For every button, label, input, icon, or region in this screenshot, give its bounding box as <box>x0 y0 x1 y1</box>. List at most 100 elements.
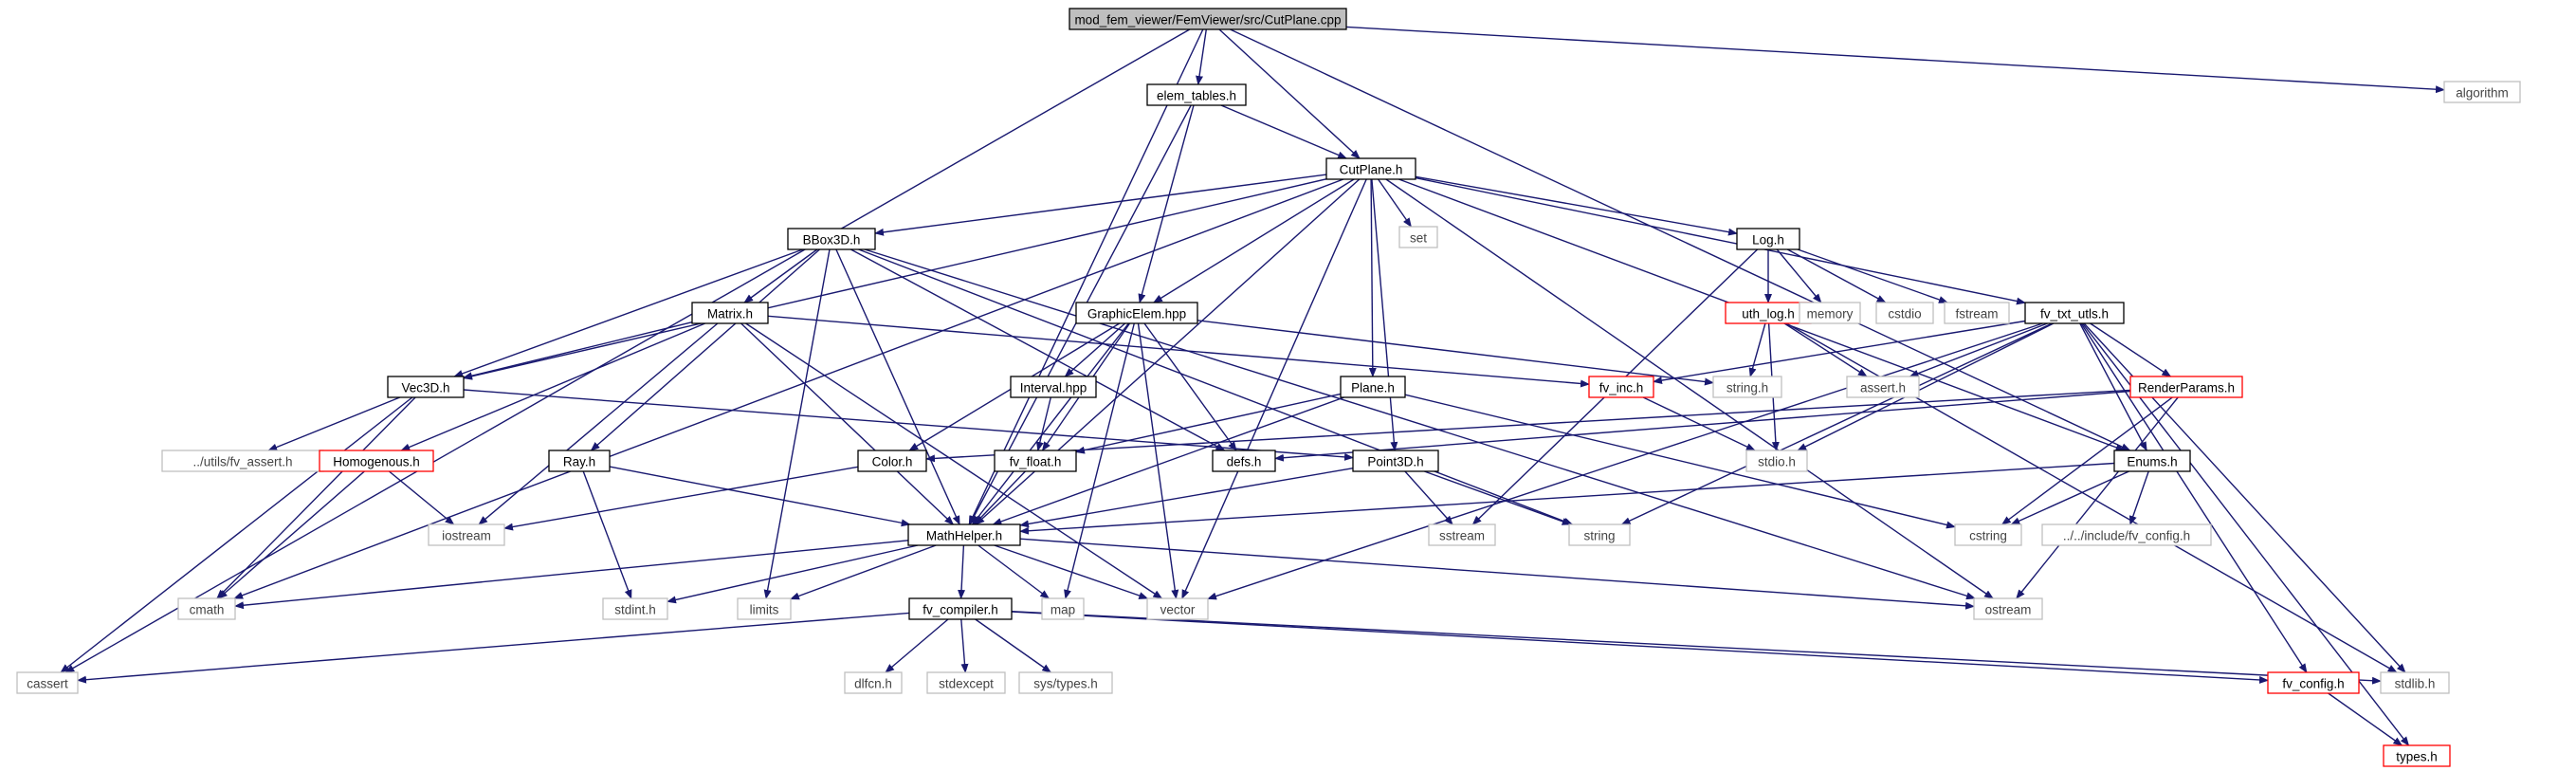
node-label: Homogenous.h <box>333 455 420 469</box>
node-interval[interactable]: Interval.hpp <box>1010 376 1097 398</box>
node-sstream[interactable]: sstream <box>1428 523 1496 546</box>
node-stdio-h[interactable]: stdio.h <box>1745 450 1808 472</box>
node-box <box>994 450 1077 472</box>
node-defs[interactable]: defs.h <box>1212 450 1276 472</box>
edge-mathhelper-to-fv_compiler <box>958 544 966 599</box>
node-vec3d[interactable]: Vec3D.h <box>387 376 465 398</box>
node-matrix[interactable]: Matrix.h <box>691 302 769 324</box>
node-cstring[interactable]: cstring <box>1954 523 2022 546</box>
node-box <box>787 228 876 250</box>
node-label: fv_inc.h <box>1599 381 1644 395</box>
edge-matrix-to-fv_inc <box>767 315 1590 388</box>
node-label: CutPlane.h <box>1340 163 1403 177</box>
node-cassert[interactable]: cassert <box>16 671 79 694</box>
edge-vec3d-to-point3d <box>463 389 1354 461</box>
node-box <box>1712 376 1782 398</box>
node-point3d[interactable]: Point3D.h <box>1352 450 1439 472</box>
node-label: vector <box>1160 603 1196 617</box>
node-set[interactable]: set <box>1398 226 1438 248</box>
edge-uth_log-to-stdlib <box>1785 322 2398 673</box>
node-memory[interactable]: memory <box>1799 302 1861 324</box>
node-string-h[interactable]: string.h <box>1712 376 1782 398</box>
node-box <box>1340 376 1406 398</box>
node-label: stdlib.h <box>2395 677 2436 691</box>
node-uth-log[interactable]: uth_log.h <box>1725 302 1812 324</box>
node-vector[interactable]: vector <box>1146 597 1209 620</box>
edge-fv_txt_utls-to-renderparams <box>2090 322 2172 377</box>
node-sys-types[interactable]: sys/types.h <box>1018 671 1113 694</box>
node-string[interactable]: string <box>1568 523 1631 546</box>
edge-enums-to-cstring <box>2010 470 2129 525</box>
node-algorithm[interactable]: algorithm <box>2443 81 2521 103</box>
node-box <box>428 523 505 546</box>
node-label: cassert <box>27 677 68 691</box>
node-fv-compiler[interactable]: fv_compiler.h <box>908 597 1013 620</box>
node-box <box>548 450 611 472</box>
edge-root-to-enums <box>1230 28 2131 451</box>
node-renderparams[interactable]: RenderParams.h <box>2129 376 2243 398</box>
node-fstream[interactable]: fstream <box>1944 302 2010 324</box>
node-box <box>691 302 769 324</box>
node-dlfcn[interactable]: dlfcn.h <box>844 671 903 694</box>
node-box <box>737 597 792 620</box>
node-stdint[interactable]: stdint.h <box>602 597 668 620</box>
node-ray[interactable]: Ray.h <box>548 450 611 472</box>
node-label: Ray.h <box>563 455 595 469</box>
node-fv-config-inc[interactable]: ../../include/fv_config.h <box>2041 523 2212 546</box>
node-fv-float[interactable]: fv_float.h <box>994 450 1077 472</box>
node-cutplane-h[interactable]: CutPlane.h <box>1325 157 1416 180</box>
edge-matrix-to-homogenous <box>400 322 705 451</box>
node-label: iostream <box>442 529 491 543</box>
node-box <box>1069 8 1347 30</box>
node-assert-h[interactable]: assert.h <box>1846 376 1920 398</box>
node-elem-tables[interactable]: elem_tables.h <box>1146 83 1247 106</box>
edge-cutplane_h-to-vector <box>1181 178 1367 599</box>
node-limits[interactable]: limits <box>737 597 792 620</box>
node-stdexcept[interactable]: stdexcept <box>926 671 1006 694</box>
edge-fv_compiler-to-sys_types <box>975 618 1052 673</box>
node-label: Plane.h <box>1351 381 1395 395</box>
edge-cutplane_h-to-mathhelper <box>975 178 1361 525</box>
edge-interval-to-fv_float <box>1035 396 1051 451</box>
edge-log_h-to-memory <box>1776 248 1822 303</box>
node-iostream[interactable]: iostream <box>428 523 505 546</box>
node-cmath[interactable]: cmath <box>177 597 236 620</box>
node-label: fv_float.h <box>1010 455 1062 469</box>
edge-graphicelem-to-vector <box>1137 322 1179 599</box>
node-label: stdio.h <box>1758 455 1796 469</box>
node-stdlib[interactable]: stdlib.h <box>2380 671 2450 694</box>
node-plane[interactable]: Plane.h <box>1340 376 1406 398</box>
node-ostream[interactable]: ostream <box>1973 597 2043 620</box>
node-log-h[interactable]: Log.h <box>1736 228 1800 250</box>
node-root[interactable]: mod_fem_viewer/FemViewer/src/CutPlane.cp… <box>1069 8 1347 30</box>
node-box <box>1010 376 1097 398</box>
node-box <box>16 671 79 694</box>
edge-elem_tables-to-cutplane_h <box>1220 104 1348 159</box>
node-label: algorithm <box>2456 86 2509 101</box>
node-box <box>1799 302 1861 324</box>
edge-mathhelper-to-cmath <box>234 540 909 610</box>
node-map[interactable]: map <box>1041 597 1085 620</box>
edge-vec3d-to-cassert <box>60 396 413 673</box>
node-homogenous[interactable]: Homogenous.h <box>319 450 434 472</box>
node-graphicelem[interactable]: GraphicElem.hpp <box>1075 302 1198 324</box>
node-fv-inc[interactable]: fv_inc.h <box>1588 376 1654 398</box>
node-box <box>387 376 465 398</box>
node-fv-assert[interactable]: ../utils/fv_assert.h <box>161 450 324 472</box>
edge-graphicelem-to-defs <box>1143 322 1237 451</box>
node-bbox3d[interactable]: BBox3D.h <box>787 228 876 250</box>
node-mathhelper[interactable]: MathHelper.h <box>907 523 1021 546</box>
node-fv-txt-utls[interactable]: fv_txt_utls.h <box>2024 302 2125 324</box>
node-fv-config[interactable]: fv_config.h <box>2267 671 2360 694</box>
node-color[interactable]: Color.h <box>857 450 927 472</box>
edge-root-to-cassert <box>64 28 1191 673</box>
edge-point3d-to-sstream <box>1404 470 1453 525</box>
node-types[interactable]: types.h <box>2383 744 2451 767</box>
node-box <box>908 597 1013 620</box>
node-label: cmath <box>190 603 225 617</box>
edge-fv_compiler-to-fv_config <box>1011 611 2269 684</box>
node-enums[interactable]: Enums.h <box>2113 450 2191 472</box>
node-label: RenderParams.h <box>2138 381 2235 395</box>
edge-fv_txt_utls-to-vector <box>1207 322 2043 600</box>
node-cstdio[interactable]: cstdio <box>1875 302 1934 324</box>
